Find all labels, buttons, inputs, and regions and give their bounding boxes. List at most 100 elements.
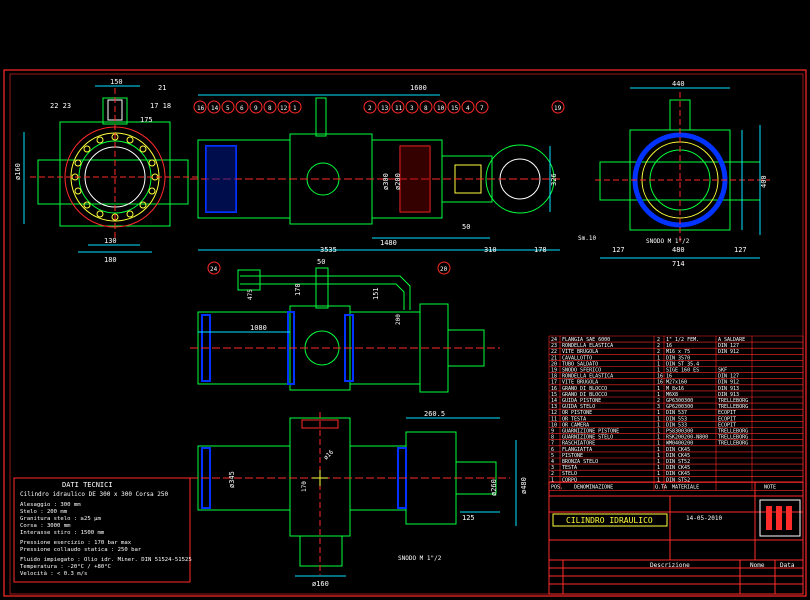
bom-pos: 17 <box>551 380 557 386</box>
bom-pos: 19 <box>551 368 557 374</box>
svg-text:12: 12 <box>280 105 288 112</box>
bom-note: TRELLEBORG <box>718 404 748 410</box>
bom-qty: 1 <box>657 355 660 361</box>
dim-175: 175 <box>140 116 153 124</box>
bom-note: ECOPIT <box>718 416 736 422</box>
bom-pos: 7 <box>551 441 554 447</box>
bom-material: GP6200300 <box>666 404 693 410</box>
bottom-center-mark <box>312 470 328 486</box>
dim-130: 130 <box>104 237 117 245</box>
dim-22-23: 22 23 <box>50 102 71 110</box>
bom-pos: 24 <box>551 337 557 343</box>
dim-260: ø260 <box>490 479 498 496</box>
front-view-flange <box>23 85 200 253</box>
bom-qty: 1 <box>657 453 660 459</box>
bom-desc: OR PISTONE <box>562 410 592 416</box>
bom-note: DIN 913 <box>718 392 739 398</box>
balloon-20-label: 20 <box>440 266 448 273</box>
dim-200: ø200 <box>394 173 402 190</box>
bom-note: DIN 127 <box>718 343 739 349</box>
bom-material: DIN CK45 <box>666 471 690 477</box>
dim-326: 326 <box>550 173 558 186</box>
bom-note: TRELLEBORG <box>718 435 748 441</box>
dim-17-18: 17 18 <box>150 102 171 110</box>
bom-material: DIN CK45 <box>666 453 690 459</box>
bom-material: DIN 533 <box>666 422 687 428</box>
title-block-date: 14-05-2010 <box>686 515 723 522</box>
bom-desc: RONDELLA ELASTICA <box>562 374 613 380</box>
bom-qty: 1 <box>657 459 660 465</box>
bom-qty: 2 <box>657 398 660 404</box>
bom-qty: 2 <box>657 337 660 343</box>
bom-material: DIN CK45 <box>666 447 690 453</box>
bom-material: PS8300300 <box>666 429 693 435</box>
tech-line: Temperatura : -20°C / +80°C <box>20 564 111 570</box>
dim-16: ø16 <box>322 449 335 462</box>
bom-material: GP6300300 <box>666 398 693 404</box>
bom-pos: 10 <box>551 422 557 428</box>
bom-desc: GRANO DI BLOCCO <box>562 386 607 392</box>
svg-text:14: 14 <box>211 105 219 112</box>
bom-note: DIN 912 <box>718 349 739 355</box>
dim-345: ø345 <box>228 471 236 488</box>
bom-desc: GUIDA PISTONE <box>562 398 601 404</box>
bom-pos: 1 <box>551 477 554 483</box>
bom-qty: 1 <box>657 465 660 471</box>
tech-line: Alesaggio : 300 mm <box>20 502 81 508</box>
bom-header-denom: DENOMINAZIONE <box>574 484 613 490</box>
balloon-24 <box>207 261 221 275</box>
bom-note: ECOPIT <box>718 410 736 416</box>
svg-text:1: 1 <box>293 105 297 112</box>
dim-127a: 127 <box>612 246 625 254</box>
tech-line: Velocità : < 0.3 m/s <box>20 570 87 577</box>
bom-note: TRELLEBORG <box>718 398 748 404</box>
bom-qty: 2 <box>657 349 660 355</box>
bom-desc: BRONZA STELO <box>562 459 598 465</box>
side-section-view <box>190 94 560 251</box>
dim-475: 475 <box>247 289 254 300</box>
tech-line: Interasse stiro : 1500 mm <box>20 530 105 536</box>
svg-text:8: 8 <box>424 105 428 112</box>
left-balloons: 16 14 5 6 9 8 12 1 <box>193 100 302 114</box>
bom-desc: OR CAMERA <box>562 422 589 428</box>
bom-pos: 9 <box>551 429 554 435</box>
svg-text:8: 8 <box>268 105 272 112</box>
bom-desc: OR TESTA <box>562 416 586 422</box>
bom-desc: CORPO <box>562 477 577 483</box>
bom-desc: TUBO SALDATO <box>562 361 598 367</box>
dim-1480: 1480 <box>380 239 397 247</box>
blue-seal-left <box>206 146 236 212</box>
dim-50: 50 <box>462 223 470 231</box>
svg-text:3: 3 <box>410 105 414 112</box>
tech-line: Stelo : 200 mm <box>20 509 68 515</box>
snodo-note-top: SNODO M 1"/2 <box>646 238 690 245</box>
tech-line: Corsa : 3000 mm <box>20 523 71 529</box>
bom-desc: FLANGIA SAE 6000 <box>562 337 610 343</box>
bom-desc: STELO <box>562 471 577 477</box>
dim-160-bottom: ø160 <box>312 580 329 588</box>
balloon-20 <box>437 261 451 275</box>
tech-line: Pressione collaudo statica : 250 bar <box>20 547 142 553</box>
tech-data-title: DATI TECNICI <box>62 481 113 489</box>
bom-note: ECOPIT <box>718 422 736 428</box>
bom-pos: 14 <box>551 398 557 404</box>
bom-qty: 1 <box>657 429 660 435</box>
bom-pos: 8 <box>551 435 554 441</box>
bom-pos: 22 <box>551 349 557 355</box>
bom-note: TRELLEBORG <box>718 441 748 447</box>
bom-qty: 1 <box>657 447 660 453</box>
bom-desc: CAVALLOTTO <box>562 355 592 361</box>
dim-21: 21 <box>158 84 166 92</box>
mid-balloons: 2 13 11 3 8 10 15 4 7 19 <box>363 100 565 114</box>
bom-desc: VITE BRUGOLA <box>562 349 598 355</box>
svg-text:7: 7 <box>480 105 484 112</box>
svg-text:13: 13 <box>381 105 389 112</box>
dim-1600: 1600 <box>410 84 427 92</box>
balloon-24-label: 24 <box>210 266 218 273</box>
red-seal-right <box>400 146 430 212</box>
dim-50-top: 50 <box>317 258 325 266</box>
bom-desc: RASCHIATORE <box>562 441 595 447</box>
svg-text:4: 4 <box>466 105 470 112</box>
dim-480: 480 <box>672 246 685 254</box>
